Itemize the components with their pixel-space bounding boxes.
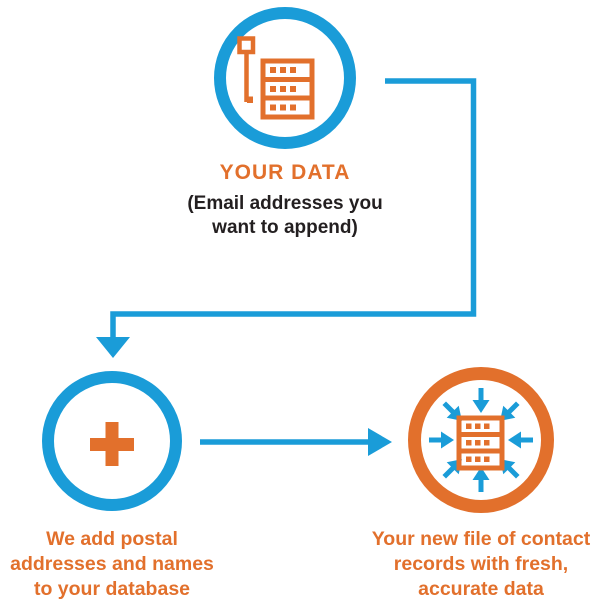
your-data-label: YOUR DATA: [219, 161, 351, 184]
database-server-icon: [237, 36, 315, 120]
caption-line: accurate data: [418, 578, 544, 600]
down-arrowhead: [96, 337, 130, 358]
caption-line: Your new file of contact: [371, 528, 591, 550]
caption-line: records with fresh,: [393, 553, 569, 575]
converging-database-icon: [429, 388, 533, 492]
caption-line: addresses and names: [10, 553, 214, 575]
right-arrowhead: [368, 428, 392, 456]
caption-line: to your database: [33, 578, 191, 600]
plus-icon: [90, 422, 134, 466]
subtitle-line: (Email addresses you: [187, 193, 383, 214]
caption-line: We add postal: [46, 528, 178, 550]
append-caption: We add postal addresses and names to you…: [0, 527, 224, 602]
your-data-subtitle: (Email addresses you want to append): [165, 192, 405, 240]
result-caption: Your new file of contact records with fr…: [356, 527, 602, 602]
elbow-connector-line: [110, 78, 477, 338]
subtitle-line: want to append): [212, 217, 358, 238]
